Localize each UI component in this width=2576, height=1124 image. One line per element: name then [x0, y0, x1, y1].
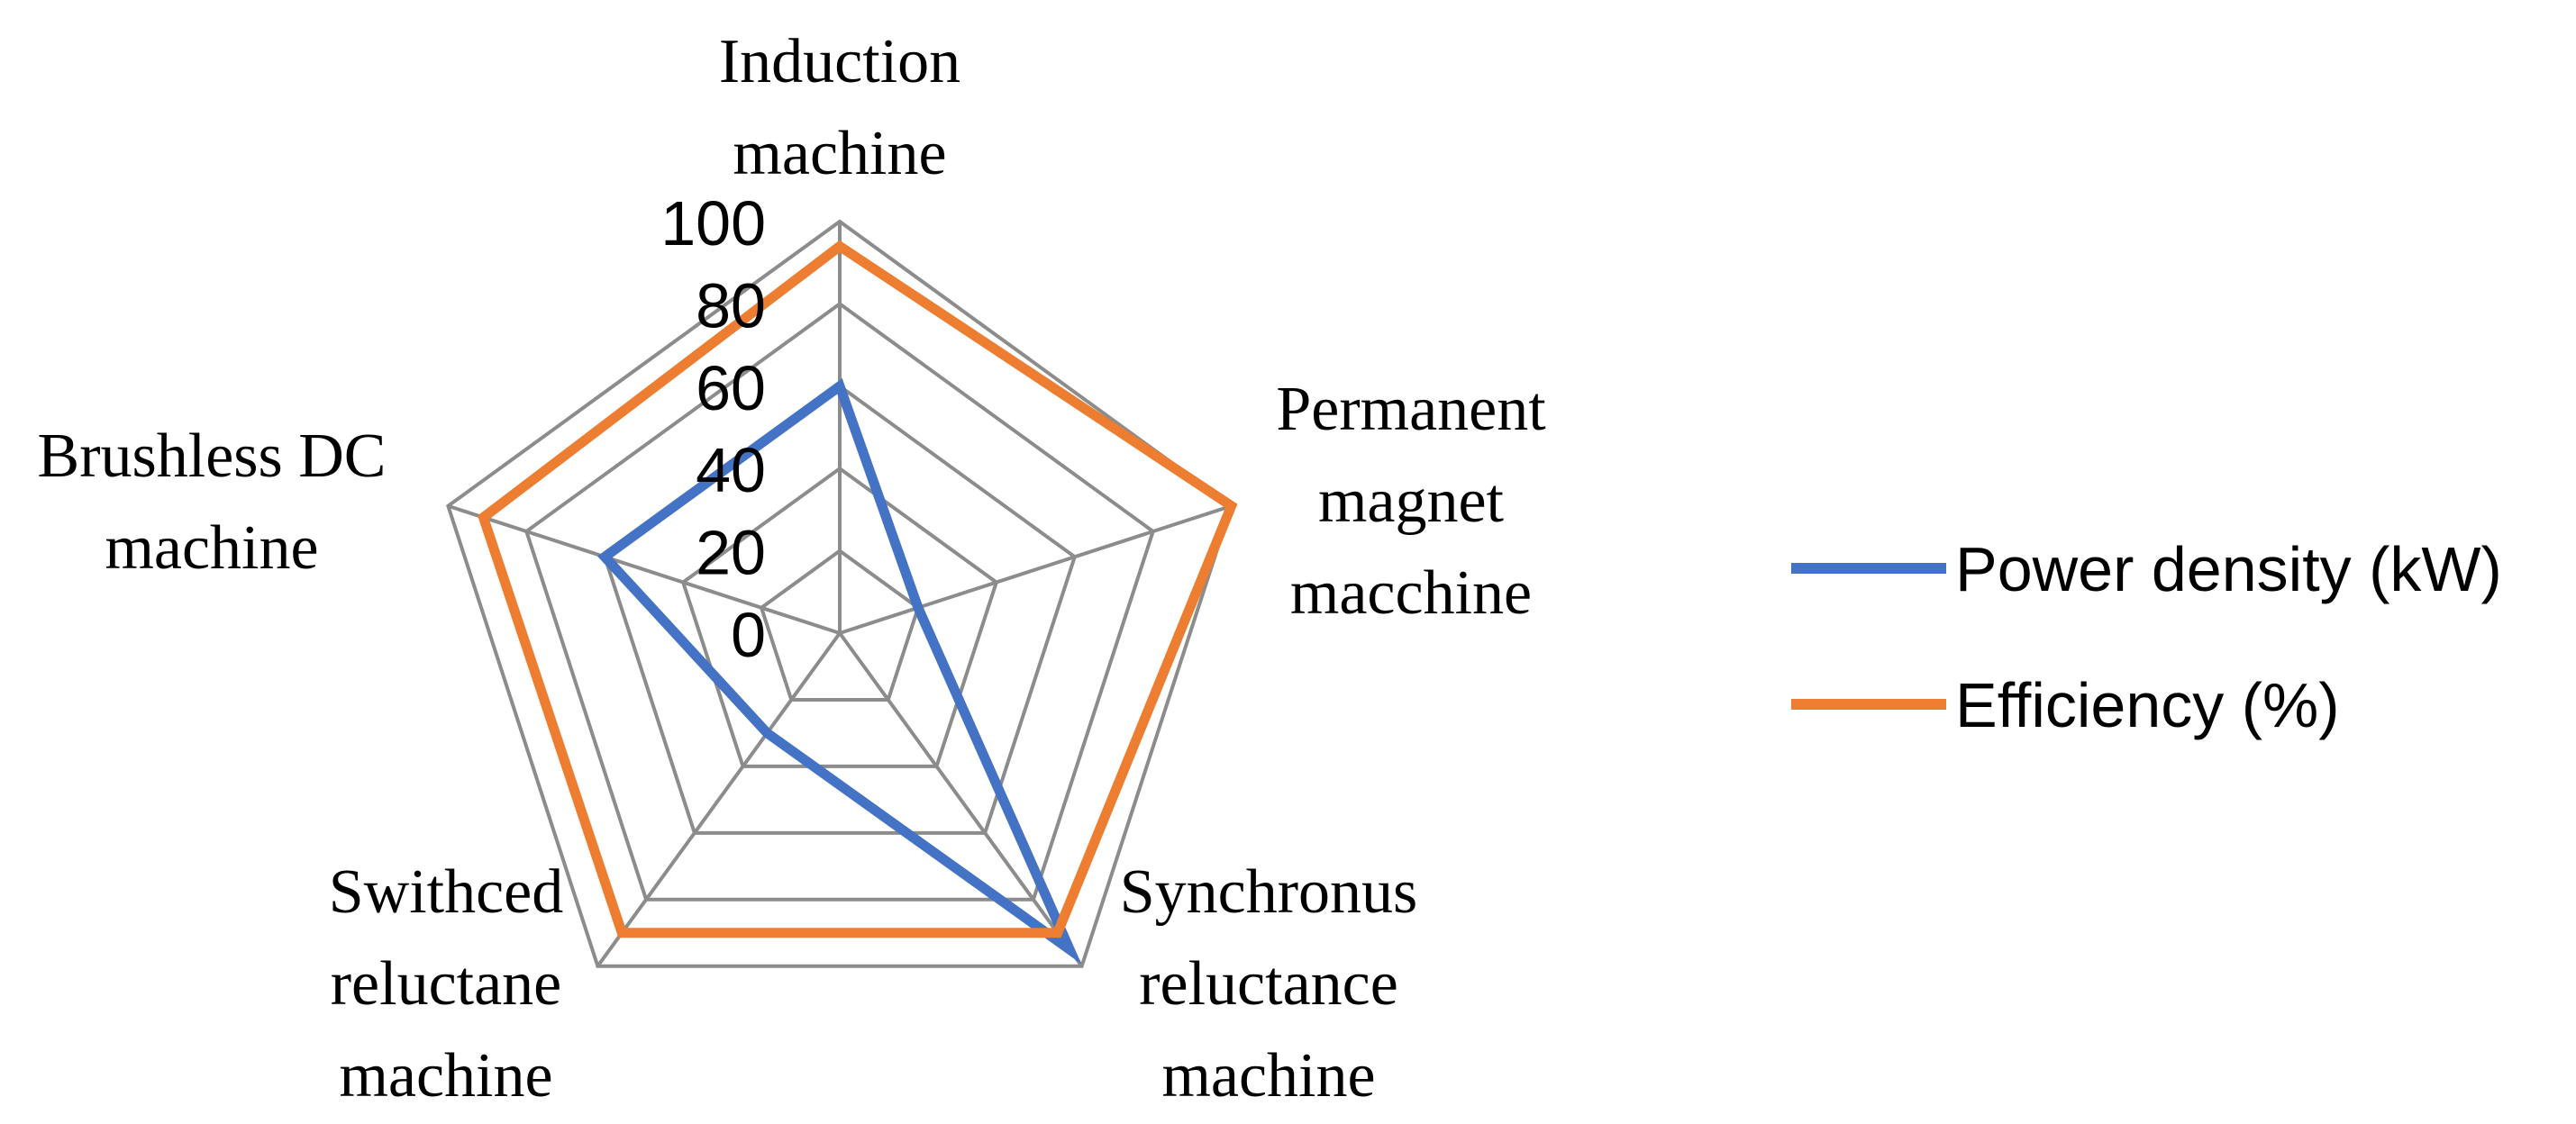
tick-label: 60	[696, 353, 766, 423]
tick-label: 20	[696, 518, 766, 588]
tick-label: 80	[696, 270, 766, 340]
series-layer	[478, 240, 1238, 965]
radial-tick-labels: 0 20 40 60 80 100	[660, 188, 766, 670]
series-line-1	[478, 240, 1238, 938]
grid-spoke	[838, 631, 1084, 967]
legend-label: Efficiency (%)	[1955, 670, 2340, 740]
grid-ring	[759, 548, 921, 702]
series-line-0	[596, 378, 1082, 965]
tick-label: 100	[660, 188, 766, 258]
tick-label: 40	[696, 435, 766, 505]
grid-spoke	[447, 503, 841, 635]
legend-label: Power density (kW)	[1955, 534, 2502, 604]
grid-ring	[523, 301, 1156, 902]
grid-ring	[680, 466, 999, 768]
grid-spoke	[839, 503, 1233, 635]
radar-grid	[446, 219, 1233, 968]
tick-label: 0	[731, 600, 766, 670]
legend: Power density (kW) Efficiency (%)	[1791, 534, 2502, 740]
grid-spoke	[596, 631, 842, 967]
